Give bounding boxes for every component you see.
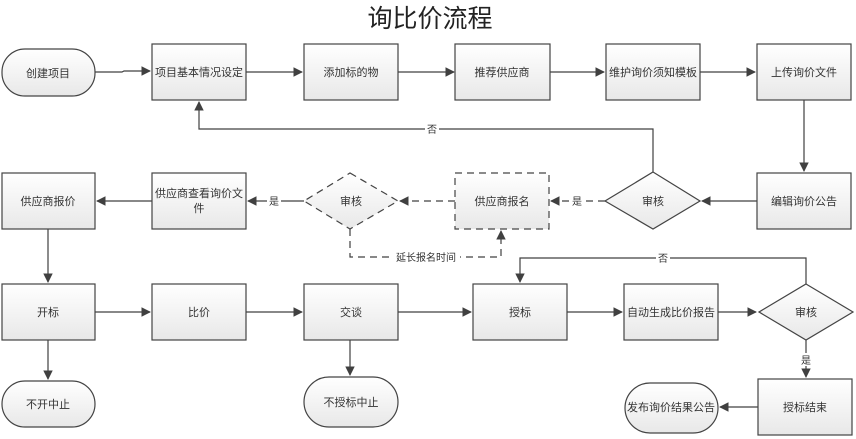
edge-label-yes-3: 是 [801, 355, 811, 367]
node-label: 发布询价结果公告 [627, 400, 715, 414]
node-supplier-register[interactable]: 供应商报名 [454, 172, 550, 230]
node-no-open-stop[interactable]: 不开中止 [1, 380, 96, 428]
node-label: 授标 [509, 305, 531, 319]
node-add-items[interactable]: 添加标的物 [303, 43, 399, 101]
node-label: 比价 [188, 306, 210, 319]
node-upload-files[interactable]: 上传询价文件 [756, 43, 852, 101]
edge-labels: 否 是 是 延长报名时间 否 是 [267, 122, 813, 367]
node-label: 供应商报价 [21, 194, 76, 208]
node-review-3-decision[interactable]: 审核 [757, 283, 855, 341]
node-label: 项目基本情况设定 [155, 65, 243, 79]
edge-label-yes-1: 是 [572, 196, 582, 208]
arrow-review1-no-to-basic [194, 101, 654, 172]
node-negotiate[interactable]: 交谈 [303, 283, 399, 341]
node-supplier-view-files[interactable]: 供应商查看询价文 件 [151, 172, 247, 230]
edge-label-extend-time: 延长报名时间 [396, 251, 456, 264]
node-review-2-decision[interactable]: 审核 [302, 172, 400, 230]
node-award-end[interactable]: 授标结束 [757, 378, 853, 436]
edge-label-yes-2: 是 [269, 196, 279, 208]
node-label: 推荐供应商 [475, 65, 530, 79]
node-compare-price[interactable]: 比价 [151, 283, 247, 341]
node-basic-settings[interactable]: 项目基本情况设定 [151, 43, 247, 101]
node-create-project[interactable]: 创建项目 [1, 48, 96, 97]
node-publish-result[interactable]: 发布询价结果公告 [624, 382, 719, 434]
node-no-award-stop[interactable]: 不授标中止 [303, 376, 399, 428]
node-label: 编辑询价公告 [771, 194, 837, 208]
arrow-review2-extend-to-register [349, 229, 506, 258]
node-label: 开标 [37, 305, 59, 319]
connectors [43, 66, 811, 412]
node-label: 审核 [340, 194, 362, 208]
edge-label-no-2: 否 [658, 253, 668, 265]
node-label-line1: 供应商查看询价文 [155, 186, 243, 200]
node-recommend-suppliers[interactable]: 推荐供应商 [454, 43, 551, 101]
node-edit-notice[interactable]: 编辑询价公告 [756, 172, 852, 230]
chart-title: 询比价流程 [367, 4, 492, 33]
node-supplier-quote[interactable]: 供应商报价 [1, 172, 96, 230]
node-label: 不开中止 [26, 398, 70, 411]
node-maintain-template[interactable]: 维护询价须知模板 [605, 43, 701, 101]
node-label: 添加标的物 [324, 65, 379, 79]
node-label: 上传询价文件 [771, 65, 837, 79]
node-review-1-decision[interactable]: 审核 [603, 171, 702, 230]
node-label: 交谈 [340, 305, 362, 319]
node-label: 审核 [642, 194, 664, 208]
node-label-line2: 件 [194, 202, 205, 215]
node-open-bid[interactable]: 开标 [1, 283, 96, 341]
node-label: 自动生成比价报告 [627, 305, 715, 319]
node-label: 供应商报名 [475, 194, 530, 208]
node-award[interactable]: 授标 [472, 283, 568, 341]
node-label: 审核 [795, 305, 817, 319]
node-label: 创建项目 [26, 66, 70, 80]
edge-label-no-1: 否 [427, 124, 437, 136]
node-label: 授标结束 [783, 400, 827, 414]
arrow-create-to-basic [95, 66, 151, 76]
node-label: 维护询价须知模板 [609, 65, 697, 79]
node-auto-report[interactable]: 自动生成比价报告 [623, 283, 719, 341]
node-label: 不授标中止 [324, 395, 379, 409]
